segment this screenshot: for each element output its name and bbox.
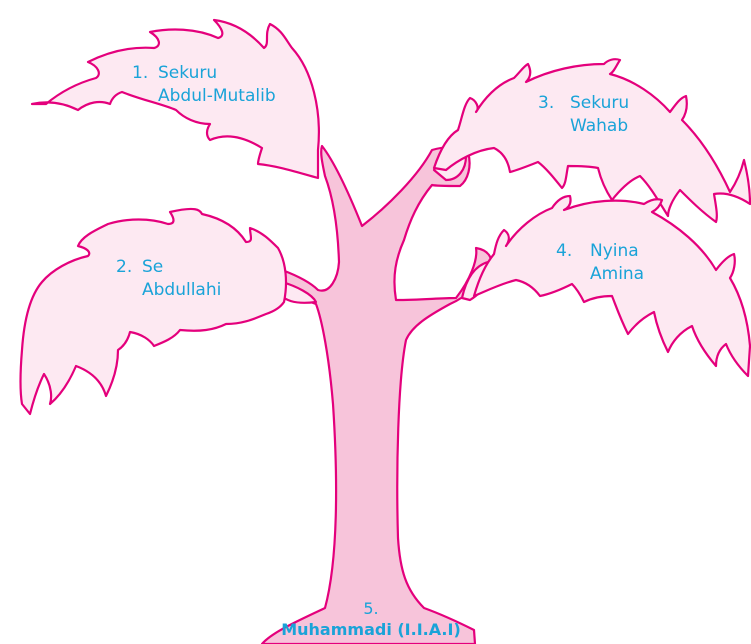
root-name: Muhammadi (I.I.A.I) — [281, 620, 461, 639]
member-3-number: 3. — [538, 93, 555, 113]
root-number: 5. — [363, 599, 379, 618]
member-3-line1: Sekuru — [570, 93, 630, 113]
member-3-label: 3. Sekuru Wahab — [538, 92, 629, 138]
member-2-label: 2. Se Abdullahi — [116, 256, 221, 302]
branch-hole-left — [280, 280, 318, 304]
member-1-line2: Abdul-Mutalib — [158, 86, 276, 106]
member-4-label: 4. Nyina Amina — [556, 240, 644, 286]
member-1-label: 1. Sekuru Abdul-Mutalib — [132, 62, 276, 108]
leaf-4 — [472, 194, 751, 378]
member-2-number: 2. — [116, 257, 133, 277]
root-label: 5. Muhammadi (I.I.A.I) — [272, 598, 470, 640]
leaf-3 — [432, 58, 751, 224]
member-2-line1: Se — [142, 257, 164, 277]
member-4-number: 4. — [556, 241, 573, 261]
leaf-2 — [19, 207, 288, 416]
member-4-line2: Amina — [590, 264, 645, 284]
tree-trunk — [260, 144, 493, 644]
member-4-line1: Nyina — [590, 241, 639, 261]
leaf-1 — [30, 18, 320, 180]
member-1-line1: Sekuru — [158, 63, 218, 83]
member-1-number: 1. — [132, 63, 149, 83]
member-2-line2: Abdullahi — [142, 280, 222, 300]
member-3-line2: Wahab — [570, 116, 629, 136]
